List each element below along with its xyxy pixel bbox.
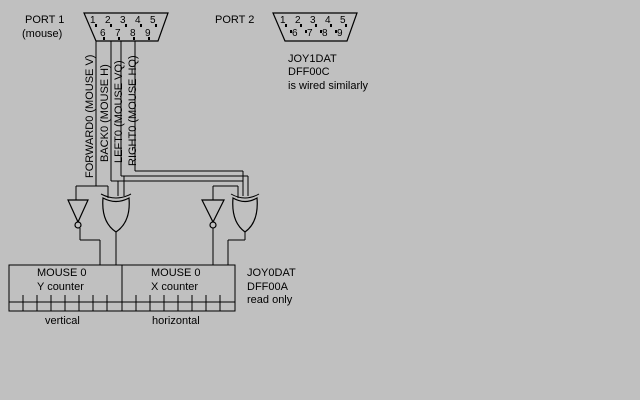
xor-input-arc-left: [100, 193, 132, 199]
x-counter-caption: horizontal: [152, 315, 200, 327]
port1-pin-7: 7: [115, 28, 121, 39]
inverter-bubble-left: [74, 221, 82, 229]
y-counter-name: MOUSE 0: [37, 267, 87, 279]
signal-back-label: BACK0 (MOUSE H): [99, 64, 111, 162]
port1-pin-6: 6: [100, 28, 106, 39]
x-counter-label: X counter: [151, 281, 198, 293]
port1-pin-5: 5: [150, 15, 156, 26]
inverter-bubble-right: [209, 221, 217, 229]
joy1-register-note: is wired similarly: [288, 80, 369, 92]
port1-pin-4: 4: [135, 15, 141, 26]
port2-pin-2: 2: [295, 15, 301, 26]
port1-pin-1: 1: [90, 15, 96, 26]
port1-pin-dots: [95, 24, 157, 40]
joy0-register-address: DFF00A: [247, 281, 289, 293]
port1-subtitle: (mouse): [22, 28, 62, 40]
xor-gate-left: [102, 197, 130, 233]
port2-pin-8: 8: [322, 28, 328, 39]
port2-pin-6: 6: [292, 28, 298, 39]
port2-pin-3: 3: [310, 15, 316, 26]
joy0-register-note: read only: [247, 294, 293, 306]
port2-pin-7: 7: [307, 28, 313, 39]
port1-pin-8: 8: [130, 28, 136, 39]
x-counter-name: MOUSE 0: [151, 267, 201, 279]
xor-gate-right: [232, 197, 258, 233]
port2-pin-5: 5: [340, 15, 346, 26]
port2-pin-dots: [285, 24, 347, 33]
inverter-gate-left: [67, 199, 89, 224]
port1-title: PORT 1: [25, 14, 64, 26]
inverter-gate-right: [201, 199, 225, 224]
xor-input-arc-right: [230, 193, 260, 199]
port1-pin-3: 3: [120, 15, 126, 26]
port2-title: PORT 2: [215, 14, 254, 26]
signal-wires: [75, 41, 249, 265]
y-counter-label: Y counter: [37, 281, 84, 293]
y-counter-caption: vertical: [45, 315, 80, 327]
register-bit-ticks: [9, 295, 235, 311]
signal-forward-label: FORWARD0 (MOUSE V): [84, 55, 96, 178]
port1-pin-9: 9: [145, 28, 151, 39]
joy1-register-name: JOY1DAT: [288, 53, 337, 65]
port1-pin-2: 2: [105, 15, 111, 26]
joy1-register-address: DFF00C: [288, 66, 330, 78]
signal-right-label: RIGHT0 (MOUSE HQ): [127, 55, 139, 166]
port2-pin-1: 1: [280, 15, 286, 26]
port2-pin-9: 9: [337, 28, 343, 39]
joy0-register-name: JOY0DAT: [247, 267, 296, 279]
signal-left-label: LEFT0 (MOUSE VQ): [113, 60, 125, 163]
port2-pin-4: 4: [325, 15, 331, 26]
